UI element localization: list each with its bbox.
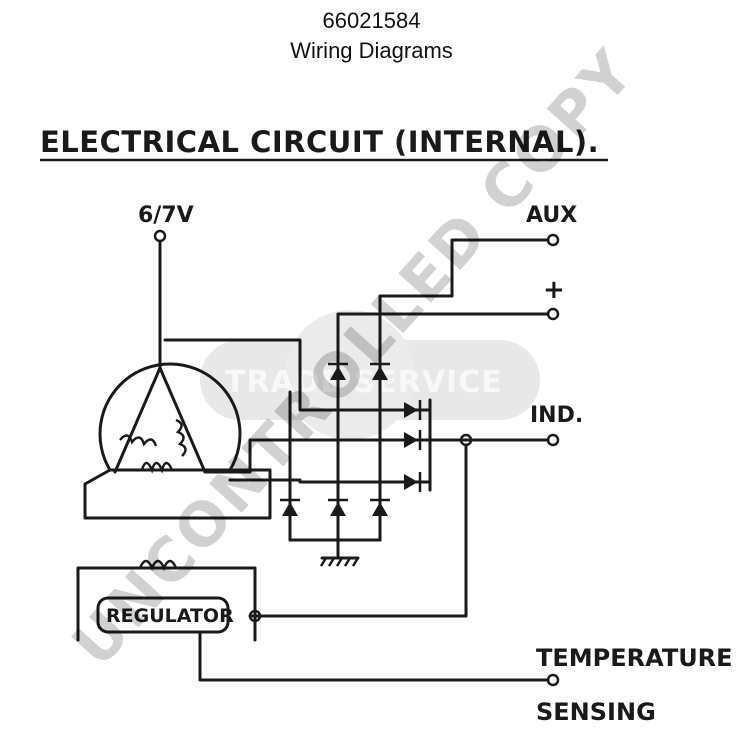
temperature-label: TEMPERATURE	[536, 644, 733, 672]
trade-service-logo: TRADE SERVICE	[200, 310, 540, 440]
ind-label: IND.	[530, 403, 583, 428]
ind-to-regulator-wire	[248, 443, 468, 618]
stator-housing	[98, 362, 242, 472]
phase-wire-1	[163, 338, 432, 412]
sensing-label: SENSING	[536, 698, 656, 726]
sensing-terminal	[546, 673, 560, 687]
logo-text: TRADE SERVICE	[225, 365, 503, 400]
diode-right-1	[404, 402, 418, 418]
stator-leg-left	[113, 366, 162, 474]
regulator: REGULATOR	[76, 559, 257, 642]
diode-bottom-1	[282, 502, 298, 516]
page-header: 66021584 Wiring Diagrams	[0, 6, 743, 66]
coil-right	[175, 418, 187, 457]
regulator-box	[96, 596, 230, 634]
stator-leg-right	[158, 366, 207, 474]
positive-terminal	[546, 307, 560, 321]
positive-label: +	[543, 275, 565, 305]
part-number: 66021584	[322, 8, 421, 33]
ind-terminal	[546, 433, 560, 447]
diagram-title: ELECTRICAL CIRCUIT (INTERNAL).	[40, 125, 599, 159]
stator-base	[83, 468, 272, 520]
aux-label: AUX	[526, 203, 577, 228]
diode-right-3	[404, 474, 418, 490]
diode-right-2	[404, 432, 418, 448]
ground-symbol	[319, 557, 360, 567]
page-subtitle: Wiring Diagrams	[290, 38, 453, 63]
phase-wire-3	[228, 478, 432, 484]
coil-left	[119, 434, 158, 447]
regulator-label: REGULATOR	[106, 605, 234, 627]
aux-terminal	[546, 233, 560, 247]
regulator-frame	[76, 566, 257, 642]
positive-wire	[336, 312, 550, 342]
sensing-wire	[198, 630, 550, 682]
field-coil	[138, 559, 178, 572]
diode-top-2	[372, 366, 388, 380]
stator	[83, 362, 272, 520]
diode-bottom-2	[330, 502, 346, 516]
diode-bottom-3	[372, 502, 388, 516]
coil-bottom	[140, 461, 174, 474]
supply-label: 6/7V	[138, 203, 194, 228]
rectifier-bridge	[280, 338, 432, 567]
phase-wire-2	[203, 438, 432, 474]
diode-top-1	[330, 366, 346, 380]
